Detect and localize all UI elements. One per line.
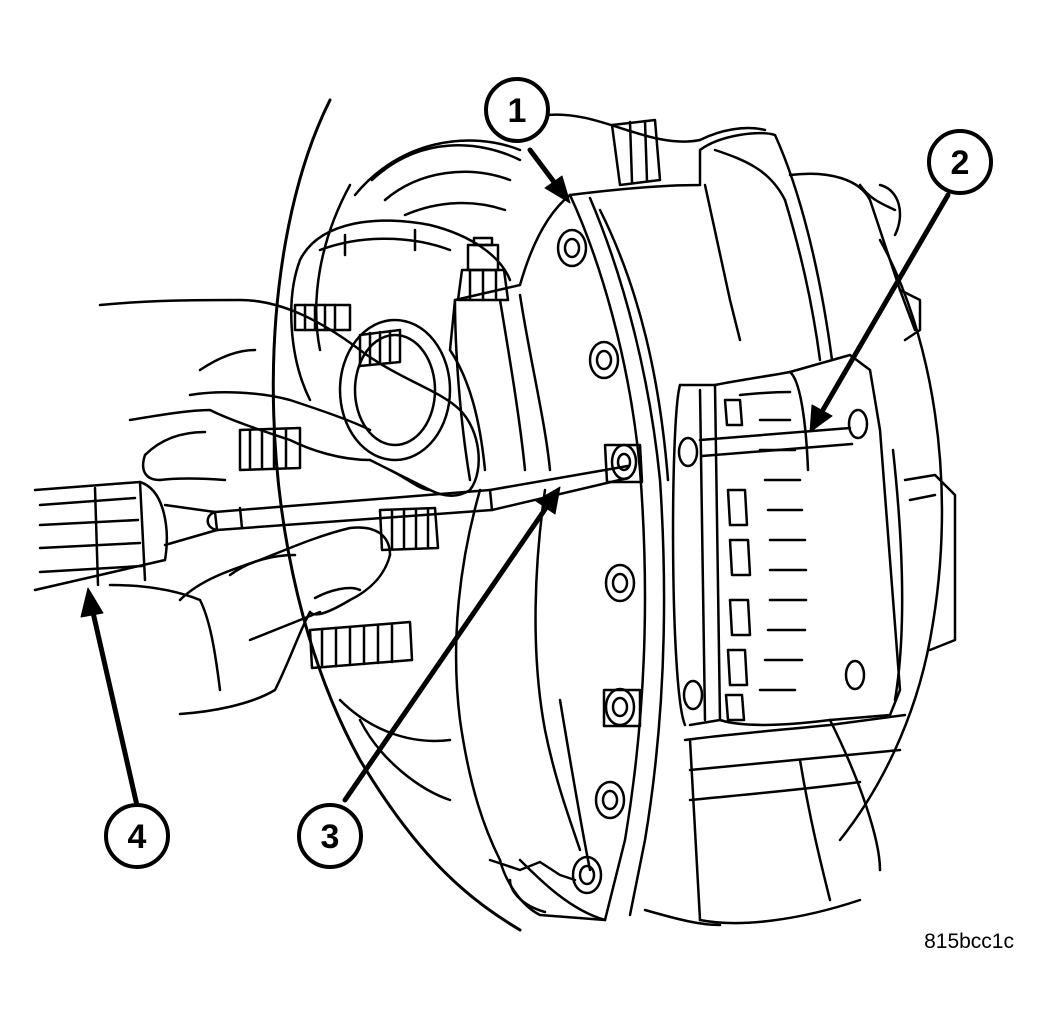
- callout-leaders: [80, 147, 951, 813]
- punch-tool-icon: [33, 480, 219, 592]
- callout-4: 4: [104, 803, 170, 869]
- arrowhead-2: [809, 404, 833, 433]
- svg-text:3: 3: [321, 818, 340, 856]
- brake-caliper-icon: [448, 131, 907, 927]
- svg-text:1: 1: [508, 92, 527, 130]
- leader-line-2: [817, 192, 951, 418]
- caliper-bolt-icon: [556, 228, 644, 895]
- wheel-hub-icon: [290, 219, 512, 802]
- figure-id-label: 815bcc1c: [924, 930, 1014, 953]
- leader-line-3: [342, 502, 551, 803]
- hand-icon: [98, 298, 480, 716]
- callout-1: 1: [484, 77, 550, 143]
- arrowhead-1: [544, 175, 571, 204]
- brake-pads-icon: [610, 118, 957, 727]
- arrowhead-3: [535, 486, 561, 515]
- leader-line-4: [89, 605, 141, 813]
- svg-text:4: 4: [128, 818, 147, 856]
- wheel-stud-icon: [238, 303, 440, 670]
- arrowhead-4: [80, 587, 104, 618]
- brake-rotor-icon: [271, 98, 944, 932]
- svg-text:2: 2: [951, 144, 970, 182]
- callout-2: 2: [927, 129, 993, 195]
- slide-pin-icon: [206, 426, 854, 532]
- callout-3: 3: [297, 803, 363, 869]
